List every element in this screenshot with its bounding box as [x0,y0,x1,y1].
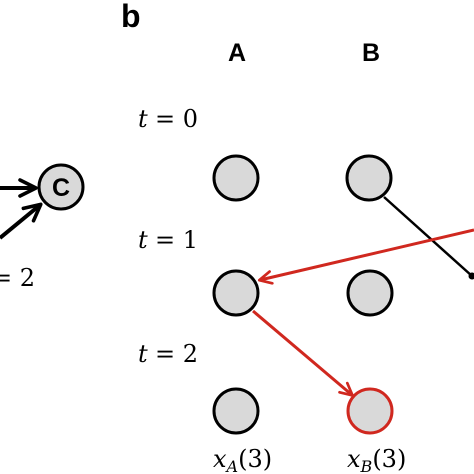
arrow-into-c-lower [0,202,43,240]
time-var: t [138,340,148,368]
time-eq: = 0 [155,105,198,133]
output-label-a: xA(3) [213,445,272,474]
column-header-a: A [228,39,246,67]
red-edge-into-a1 [257,228,474,285]
time-label-t2: t = 2 [138,340,198,368]
node-a-t2 [212,387,260,435]
panel-label-b: b [121,0,141,34]
time-var: t [138,226,148,254]
node-a-t1 [212,269,260,317]
red-edge-a1-to-b2 [252,309,354,397]
output-sub: B [360,457,373,474]
left-fragment: C = 2 [0,163,85,292]
output-arg: (3) [238,445,272,473]
node-b-t0 [345,154,393,202]
node-c [37,163,85,211]
output-label-b: xB(3) [347,445,406,474]
time-label-t0: t = 0 [138,105,198,133]
column-header-b: B [362,39,380,67]
node-b-t2 [346,387,394,435]
time-eq: = 1 [155,226,198,254]
node-a-t0 [212,154,260,202]
node-b-t1 [346,269,394,317]
black-edge-b0-to-off [383,196,473,277]
output-arg: (3) [372,445,406,473]
node-c-label: C [52,174,70,202]
time-var: t [138,105,148,133]
output-sub: A [225,457,239,474]
edge-end-dot [468,272,474,280]
time-label-t1: t = 1 [138,226,198,254]
output-var: x [213,445,227,473]
time-eq: = 2 [155,340,198,368]
output-var: x [347,445,361,473]
left-eq-fragment: = 2 [0,264,35,292]
